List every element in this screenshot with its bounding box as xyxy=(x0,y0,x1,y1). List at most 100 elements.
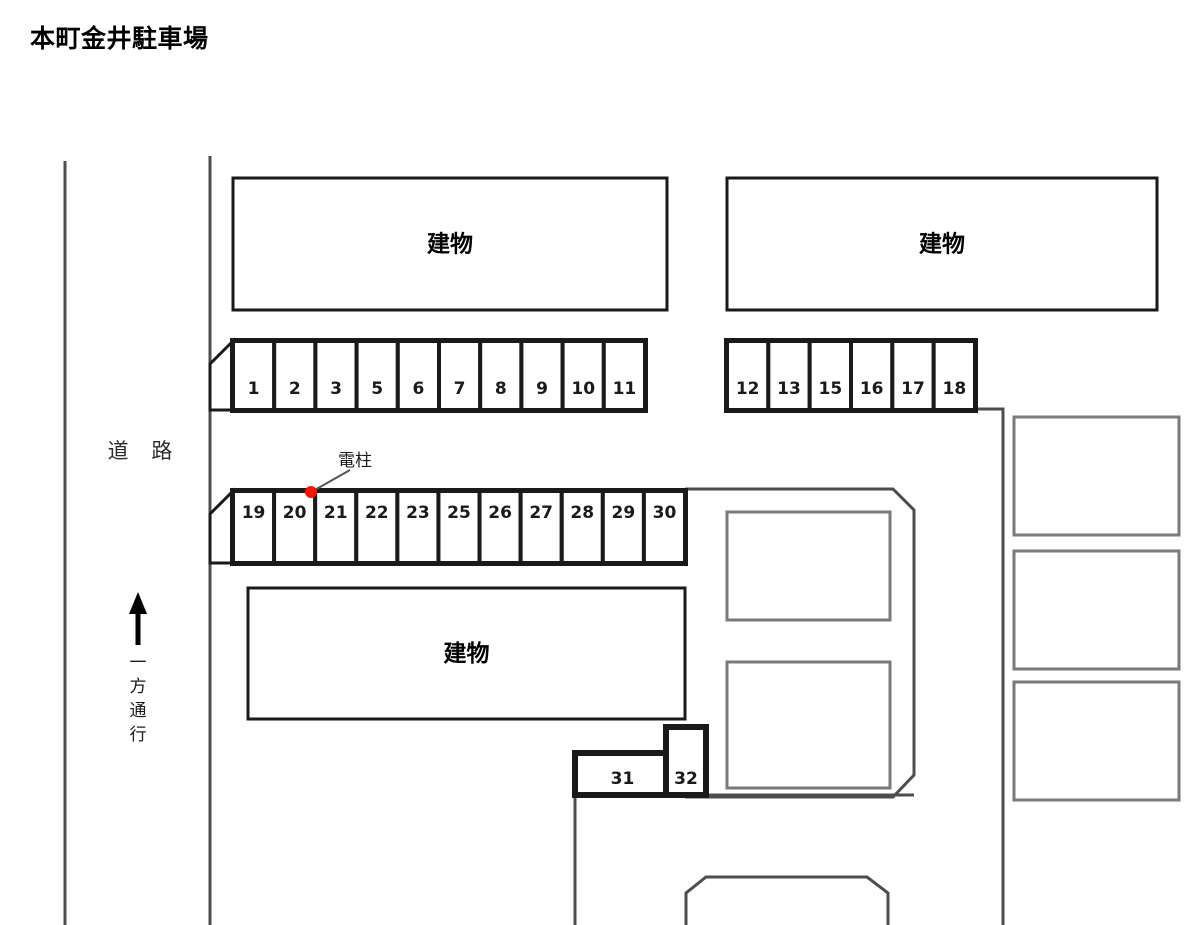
parking-stall-9-outline[interactable] xyxy=(519,339,565,412)
parking-stall-7[interactable]: 7 xyxy=(437,339,483,412)
parking-stall-13[interactable]: 13 xyxy=(766,339,812,412)
parking-stall-22-outline[interactable] xyxy=(354,489,400,565)
building-lower-label: 建物 xyxy=(444,640,490,667)
parking-stall-19-outline[interactable] xyxy=(231,489,277,565)
parking-stall-7-number: 7 xyxy=(454,379,466,399)
parking-stall-8-outline[interactable] xyxy=(478,339,524,412)
parking-stall-21[interactable]: 21 xyxy=(313,489,359,565)
building-top-right-outline xyxy=(725,176,1159,312)
parking-stall-17[interactable]: 17 xyxy=(890,339,936,412)
parking-stall-20[interactable]: 20 xyxy=(272,489,318,565)
parking-stall-19[interactable]: 19 xyxy=(231,489,277,565)
parking-stall-17-outline[interactable] xyxy=(890,339,936,412)
parking-stall-25[interactable]: 25 xyxy=(436,489,482,565)
parking-stall-10-outline[interactable] xyxy=(560,339,606,412)
utility-pole-marker-icon xyxy=(305,486,317,498)
parking-stall-11-number: 11 xyxy=(613,379,637,399)
plot-right-2 xyxy=(1012,549,1181,671)
parking-stall-29[interactable]: 29 xyxy=(600,489,646,565)
parking-stall-25-outline[interactable] xyxy=(436,489,482,565)
parking-stall-18[interactable]: 18 xyxy=(931,339,978,412)
parking-stall-8[interactable]: 8 xyxy=(478,339,524,412)
parking-stall-5-outline[interactable] xyxy=(354,339,400,412)
parking-stall-23-number: 23 xyxy=(406,503,430,523)
parking-stall-2-outline[interactable] xyxy=(272,339,318,412)
parking-stall-6-outline[interactable] xyxy=(395,339,441,412)
parking-stall-26-outline[interactable] xyxy=(477,489,523,565)
parking-stall-5[interactable]: 5 xyxy=(354,339,400,412)
parking-stall-29-outline[interactable] xyxy=(600,489,646,565)
building-top-left-outline xyxy=(231,176,669,312)
parking-stall-23[interactable]: 23 xyxy=(395,489,441,565)
parking-stall-1-number: 1 xyxy=(248,379,260,399)
parking-stall-28[interactable]: 28 xyxy=(559,489,605,565)
parking-stall-16-outline[interactable] xyxy=(849,339,895,412)
parking-stall-19-number: 19 xyxy=(242,503,266,523)
parking-stall-23-outline[interactable] xyxy=(395,489,441,565)
parking-stall-17-number: 17 xyxy=(901,379,925,399)
parking-stall-3-outline[interactable] xyxy=(313,339,359,412)
parking-stall-16-number: 16 xyxy=(860,379,884,399)
building-top-left-label: 建物 xyxy=(427,231,473,258)
parking-stall-20-outline[interactable] xyxy=(272,489,318,565)
parking-stall-22-number: 22 xyxy=(365,503,389,523)
parking-stall-30[interactable]: 30 xyxy=(641,489,688,565)
row-top-left-chamfer xyxy=(208,337,235,412)
parking-stall-30-number: 30 xyxy=(653,503,677,523)
parking-stall-12-number: 12 xyxy=(736,379,760,399)
parking-stall-11[interactable]: 11 xyxy=(601,339,647,412)
parking-stall-27-outline[interactable] xyxy=(518,489,564,565)
parking-stall-21-outline[interactable] xyxy=(313,489,359,565)
parking-stall-7-outline[interactable] xyxy=(437,339,483,412)
parking-stall-27[interactable]: 27 xyxy=(518,489,564,565)
parking-stall-9[interactable]: 9 xyxy=(519,339,565,412)
parking-stall-6[interactable]: 6 xyxy=(395,339,441,412)
parking-stall-3[interactable]: 3 xyxy=(313,339,359,412)
parking-stall-13-number: 13 xyxy=(777,379,801,399)
parking-stall-20-number: 20 xyxy=(283,503,307,523)
parking-stall-26[interactable]: 26 xyxy=(477,489,523,565)
parking-stall-15-outline[interactable] xyxy=(807,339,854,412)
plot-right-1 xyxy=(1012,415,1181,537)
parking-stall-18-outline[interactable] xyxy=(931,339,978,412)
stall-31[interactable]: 31 xyxy=(572,750,673,798)
parking-stall-2[interactable]: 2 xyxy=(272,339,318,412)
empty-plots-group xyxy=(725,415,1181,802)
parking-stall-29-number: 29 xyxy=(612,503,636,523)
parking-stall-30-outline[interactable] xyxy=(641,489,688,565)
stall-32-number: 32 xyxy=(674,769,698,789)
parking-stall-10[interactable]: 10 xyxy=(560,339,606,412)
stall-32-outline[interactable] xyxy=(663,724,709,798)
parking-stall-11-outline[interactable] xyxy=(601,339,647,412)
parking-stall-15-number: 15 xyxy=(818,379,842,399)
stall-32[interactable]: 32 xyxy=(663,724,709,798)
plot-inner-upper xyxy=(725,510,892,622)
parking-stall-16[interactable]: 16 xyxy=(849,339,895,412)
parking-stall-1[interactable]: 1 xyxy=(231,339,277,412)
parking-stall-12[interactable]: 12 xyxy=(725,339,771,412)
building-top-right: 建物 xyxy=(725,176,1159,312)
parking-stall-22[interactable]: 22 xyxy=(354,489,400,565)
parking-stall-1-outline[interactable] xyxy=(231,339,277,412)
utility-pole-leader-line xyxy=(312,469,351,492)
parking-stall-8-number: 8 xyxy=(495,379,507,399)
plot-inner-lower xyxy=(725,660,892,790)
parking-stall-3-number: 3 xyxy=(330,379,342,399)
building-top-right-label: 建物 xyxy=(919,231,965,258)
one-way-arrow-head-icon xyxy=(129,592,147,614)
parking-stall-13-outline[interactable] xyxy=(766,339,812,412)
road-boundary-lines xyxy=(63,156,212,925)
parking-stall-28-outline[interactable] xyxy=(559,489,605,565)
parking-stall-12-outline[interactable] xyxy=(725,339,771,412)
parking-stall-15[interactable]: 15 xyxy=(807,339,854,412)
plot-right-3 xyxy=(1012,680,1181,802)
building-lower: 建物 xyxy=(246,586,687,721)
parking-stall-18-number: 18 xyxy=(942,379,966,399)
